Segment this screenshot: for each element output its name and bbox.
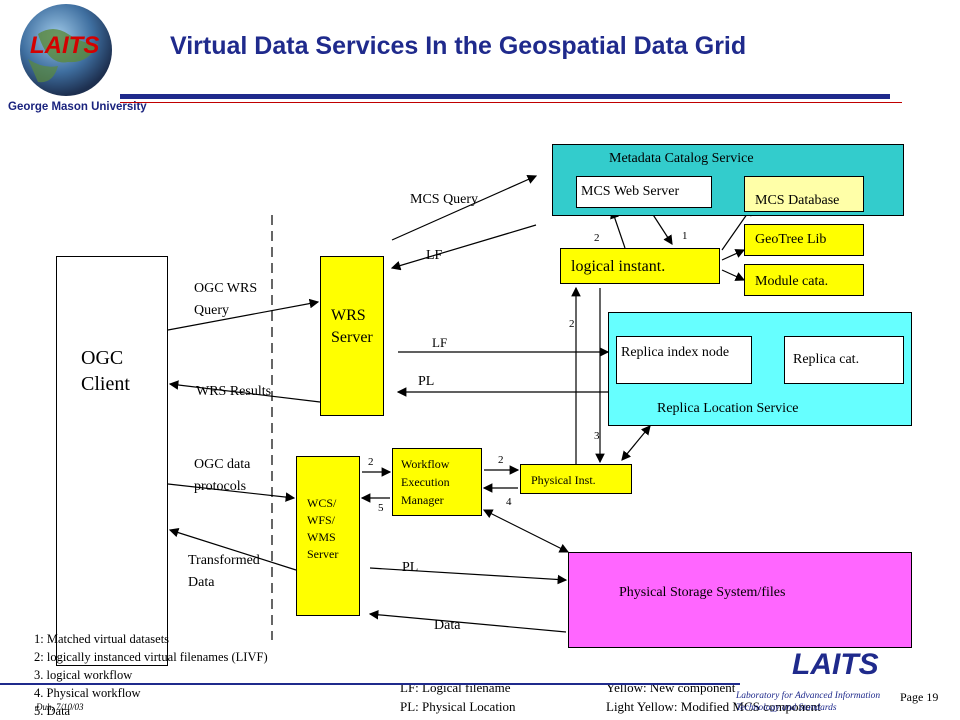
wcs-server-label: WCS/ WFS/ WMS Server <box>307 496 339 561</box>
wrs-server-label: WRS Server <box>331 307 373 346</box>
physical-storage-label: Physical Storage System/files <box>619 585 786 600</box>
ogc-client-label: OGC Client <box>81 347 130 395</box>
pl-low-label: PL <box>402 560 419 575</box>
replica-cat-label: Replica cat. <box>793 352 860 367</box>
legend-list: 1: Matched virtual datasets 2: logically… <box>34 630 268 720</box>
module-cata-label: Module cata. <box>755 274 829 289</box>
globe-icon <box>8 4 123 119</box>
footer-date: Duh, 7/10/03 <box>36 702 84 712</box>
footer-page: Page 19 <box>900 690 939 704</box>
university-name: George Mason University <box>8 101 147 113</box>
wrs-results-label: WRS Results <box>196 384 272 399</box>
legend-pl: PL: Physical Location <box>400 699 516 714</box>
replica-cat-box: Replica cat. <box>784 336 904 384</box>
footer-rule <box>0 683 740 685</box>
legend-item: 3. logical workflow <box>34 668 133 682</box>
mcs-web-server-box: MCS Web Server <box>576 176 712 208</box>
mcs-web-server-label: MCS Web Server <box>581 184 680 199</box>
step-number: 4 <box>506 496 512 508</box>
physical-storage-box: Physical Storage System/files <box>568 552 912 648</box>
step-number: 1 <box>682 230 688 242</box>
mcs-database-box: MCS Database <box>744 176 864 212</box>
footer-laits: LAITS <box>792 648 879 681</box>
ogc-wrs-query-label: OGC WRS Query <box>194 281 258 318</box>
geotree-lib-label: GeoTree Lib <box>755 232 827 247</box>
mcs-query-label: MCS Query <box>410 192 479 207</box>
physical-inst-label: Physical Inst. <box>531 473 596 487</box>
legend-item: 2: logically instanced virtual filenames… <box>34 650 268 664</box>
ogc-data-protocols-label: OGC data protocols <box>194 457 251 494</box>
geotree-lib-box: GeoTree Lib <box>744 224 864 256</box>
page-title: Virtual Data Services In the Geospatial … <box>170 32 747 60</box>
lf-mid-label: LF <box>432 335 448 350</box>
legend-item: 5. Data <box>34 704 71 718</box>
logical-instant-box: logical instant. <box>560 248 720 284</box>
ogc-client-box: OGC Client <box>56 256 168 666</box>
step-number: 2 <box>569 318 575 330</box>
logical-instant-label: logical instant. <box>571 258 666 275</box>
replica-index-node-label: Replica index node <box>621 345 730 360</box>
footer-lab-name: Laboratory for Advanced Information Tech… <box>736 691 881 713</box>
wcs-server-box: WCS/ WFS/ WMS Server <box>296 456 360 616</box>
step-number: 3 <box>594 430 600 442</box>
workflow-manager-box: Workflow Execution Manager <box>392 448 482 516</box>
step-number: 2 <box>498 454 504 466</box>
lf-top-label: LF <box>426 248 443 263</box>
physical-inst-box: Physical Inst. <box>520 464 632 494</box>
replica-index-node-box: Replica index node <box>616 336 752 384</box>
legend-item: 4. Physical workflow <box>34 686 141 700</box>
legend-light-yellow: Light Yellow: Modified MCS component <box>606 699 821 714</box>
step-number: 2 <box>368 456 374 468</box>
header-rule-blue <box>120 94 890 99</box>
transformed-data-label: Transformed Data <box>188 553 260 590</box>
data-label: Data <box>434 618 461 633</box>
pl-mid-label: PL <box>418 374 435 389</box>
step-number: 5 <box>378 502 384 514</box>
header-rule-red <box>120 102 902 103</box>
replica-service-title: Replica Location Service <box>657 401 799 416</box>
module-cata-box: Module cata. <box>744 264 864 296</box>
laits-logo: LAITS George Mason University <box>8 4 147 119</box>
mcs-database-label: MCS Database <box>755 193 840 208</box>
legend-item: 1: Matched virtual datasets <box>34 632 170 646</box>
workflow-manager-label: Workflow Execution Manager <box>401 457 450 507</box>
metadata-catalog-title: Metadata Catalog Service <box>609 151 754 166</box>
logo-laits-text: LAITS <box>30 32 100 59</box>
step-number: 2 <box>594 232 600 244</box>
wrs-server-box: WRS Server <box>320 256 384 416</box>
